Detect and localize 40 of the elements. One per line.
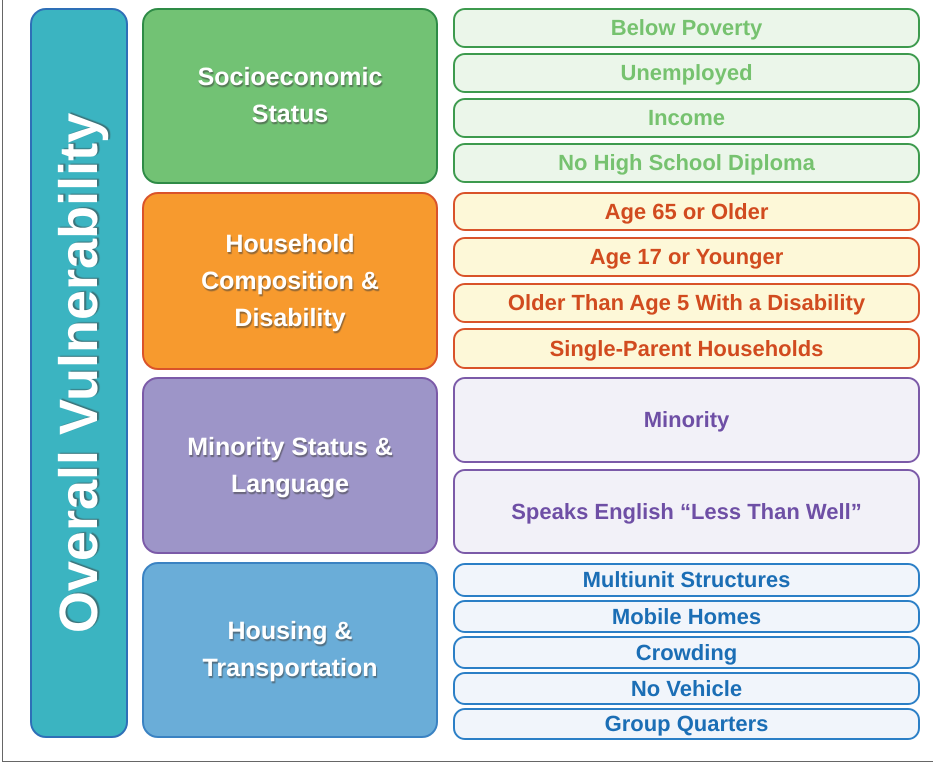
variable-box (453, 143, 920, 183)
variable-label: Age 17 or Younger (590, 243, 784, 271)
variable-box (453, 708, 920, 740)
variable-box (453, 600, 920, 633)
theme-label: Socioeconomic Status (196, 62, 384, 130)
variable-label: Single-Parent Households (550, 334, 824, 362)
variable-box (453, 8, 920, 48)
variable-label: No High School Diploma (558, 149, 815, 177)
variable-label: No Vehicle (630, 674, 742, 702)
variable-label: Group Quarters (604, 710, 768, 738)
variable-box (453, 192, 920, 231)
variable-label: Speaks English “Less Than Well” (511, 498, 862, 526)
variable-box (453, 237, 920, 277)
theme-box (142, 562, 438, 738)
variable-label: Income (648, 104, 726, 132)
variable-label: Unemployed (620, 59, 753, 87)
theme-box (142, 8, 438, 184)
variable-label: Age 65 or Older (604, 198, 768, 226)
variable-label: Older Than Age 5 With a Disability (508, 289, 866, 317)
variable-box (453, 469, 920, 554)
theme-label: Housing & Transportation (201, 616, 378, 684)
theme-label: Minority Status & Language (186, 432, 394, 500)
variable-label: Mobile Homes (612, 602, 762, 630)
variable-label: Multiunit Structures (582, 566, 790, 594)
vertical-banner (30, 8, 128, 738)
variable-box (453, 636, 920, 669)
theme-box (142, 192, 438, 370)
variable-box (453, 377, 920, 463)
variable-box (453, 672, 920, 705)
variable-box (453, 563, 920, 597)
variable-box (453, 53, 920, 93)
variable-label: Below Poverty (610, 14, 762, 42)
variable-box (453, 98, 920, 138)
banner-title: Overall Vulnerability (52, 112, 106, 634)
variable-label: Crowding (636, 638, 738, 666)
variable-box (453, 283, 920, 323)
variable-box (453, 328, 920, 369)
theme-box (142, 377, 438, 554)
variable-label: Minority (644, 406, 730, 434)
theme-label: Household Composition & Disability (200, 228, 380, 334)
